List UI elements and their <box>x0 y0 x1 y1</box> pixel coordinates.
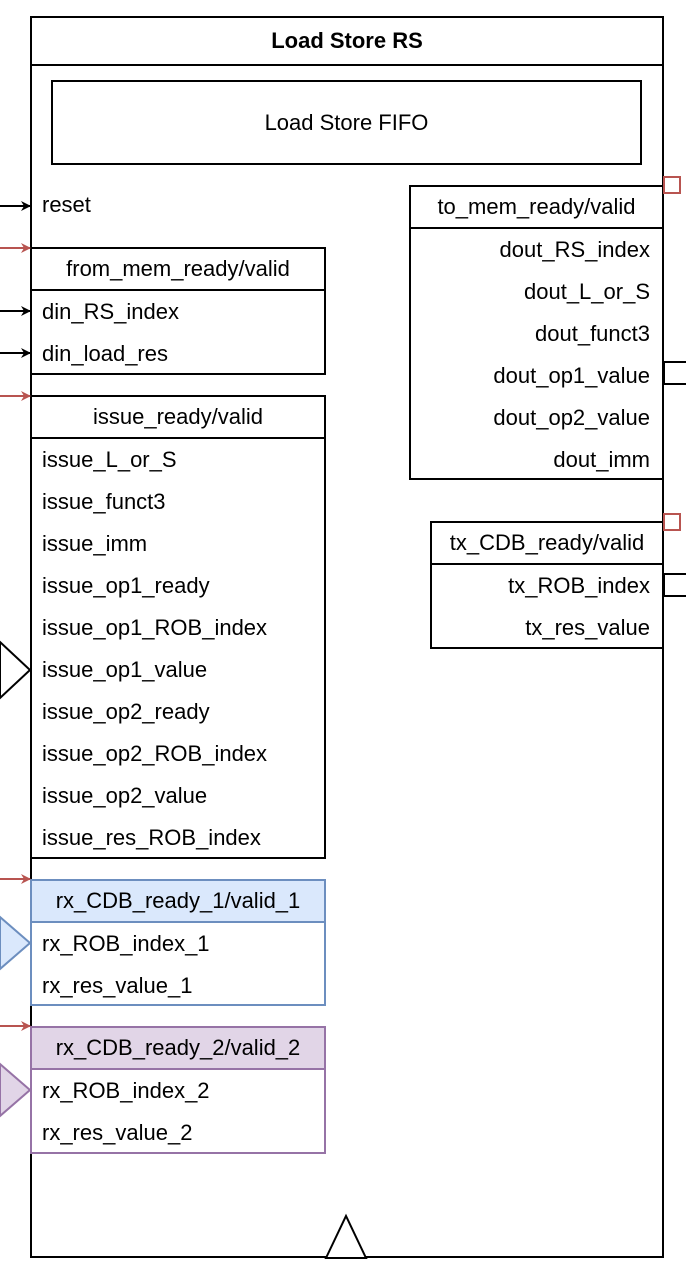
load-store-fifo: Load Store FIFO <box>51 80 642 165</box>
to-mem-row: dout_funct3 <box>535 321 650 346</box>
issue-row: issue_op1_value <box>42 657 208 682</box>
issue-row: issue_L_or_S <box>42 447 177 472</box>
to-mem-row: dout_op2_value <box>493 405 650 430</box>
from-mem-row: din_load_res <box>42 341 168 366</box>
to-mem-row: dout_imm <box>553 447 650 472</box>
tx-cdb-handshake-port-icon <box>663 513 681 531</box>
rx-cdb-1-group: rx_CDB_ready_1/valid_1 rx_ROB_index_1 rx… <box>30 879 326 1006</box>
rx-cdb-2-bus-triangle-icon <box>0 1062 32 1118</box>
rx-cdb-2-row: rx_ROB_index_2 <box>42 1078 210 1103</box>
reset-port-label: reset <box>42 192 91 217</box>
issue-row: issue_op1_ready <box>42 573 210 598</box>
to-mem-row: dout_RS_index <box>499 237 650 262</box>
issue-row: issue_op1_ROB_index <box>42 615 268 640</box>
issue-row: issue_op2_value <box>42 783 208 808</box>
issue-title: issue_ready/valid <box>32 397 324 439</box>
rx-cdb-2-row: rx_res_value_2 <box>42 1120 193 1145</box>
from-mem-row: din_RS_index <box>42 299 179 324</box>
rx-cdb-2-title: rx_CDB_ready_2/valid_2 <box>32 1028 324 1070</box>
rx-cdb-1-row: rx_ROB_index_1 <box>42 931 210 956</box>
from-mem-title: from_mem_ready/valid <box>32 249 324 291</box>
issue-group: issue_ready/valid issue_L_or_S issue_fun… <box>30 395 326 859</box>
to-mem-group: to_mem_ready/valid dout_RS_index dout_L_… <box>409 185 664 480</box>
tx-bus-port-icon <box>663 573 686 597</box>
rx-cdb-2-group: rx_CDB_ready_2/valid_2 rx_ROB_index_2 rx… <box>30 1026 326 1154</box>
issue-row: issue_op2_ready <box>42 699 210 724</box>
tx-cdb-row: tx_res_value <box>525 615 650 640</box>
module-title: Load Store RS <box>32 18 662 66</box>
tx-cdb-group: tx_CDB_ready/valid tx_ROB_index tx_res_v… <box>430 521 664 649</box>
issue-row: issue_op2_ROB_index <box>42 741 268 766</box>
to-mem-row: dout_op1_value <box>493 363 650 388</box>
rx-cdb-1-title: rx_CDB_ready_1/valid_1 <box>32 881 324 923</box>
to-mem-title: to_mem_ready/valid <box>411 187 662 229</box>
rx-cdb-1-row: rx_res_value_1 <box>42 973 193 998</box>
tx-cdb-row: tx_ROB_index <box>508 573 650 598</box>
issue-bus-triangle-icon <box>0 640 32 700</box>
tx-cdb-title: tx_CDB_ready/valid <box>432 523 662 565</box>
to-mem-handshake-port-icon <box>663 176 681 194</box>
rx-cdb-1-bus-triangle-icon <box>0 915 32 971</box>
dout-bus-port-icon <box>663 361 686 385</box>
issue-row: issue_imm <box>42 531 148 556</box>
to-mem-row: dout_L_or_S <box>524 279 650 304</box>
from-mem-group: from_mem_ready/valid din_RS_index din_lo… <box>30 247 326 375</box>
issue-row: issue_funct3 <box>42 489 166 514</box>
issue-row: issue_res_ROB_index <box>42 825 261 850</box>
